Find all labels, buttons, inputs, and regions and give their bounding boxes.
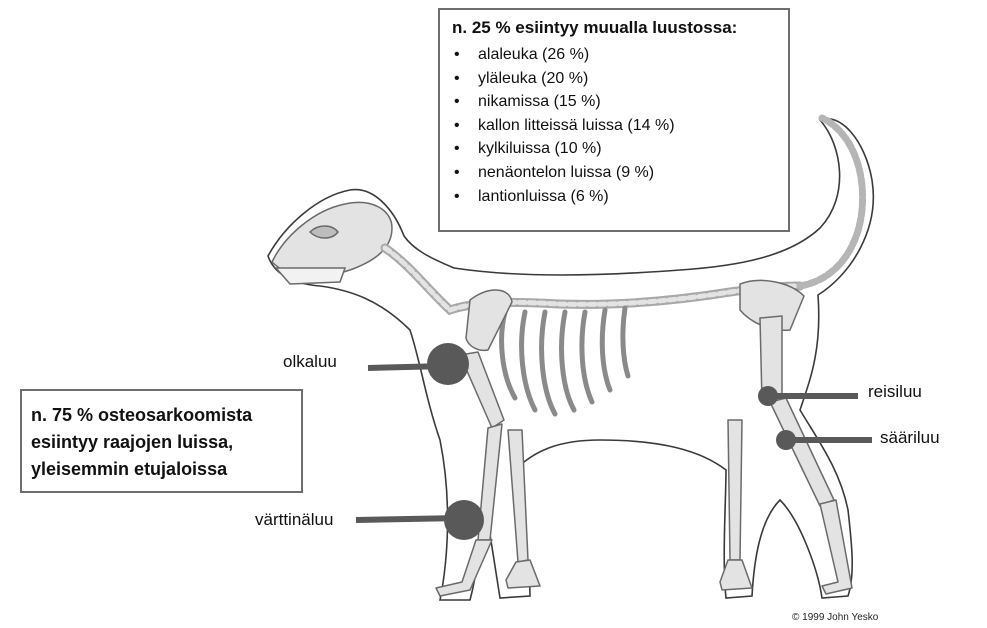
list-item: • kylkiluissa (10 %) xyxy=(452,137,776,161)
list-item-label: nikamissa (15 %) xyxy=(478,93,601,110)
marker-varttinaluu xyxy=(444,500,484,540)
other-locations-box: n. 25 % esiintyy muualla luustossa: • ala… xyxy=(438,8,790,232)
other-locations-list: • alaleuka (26 %) • yläleuka (20 %) • nikam… xyxy=(452,43,776,208)
bullet-icon: • xyxy=(454,161,460,185)
skull xyxy=(272,202,392,284)
list-item: • lantionluissa (6 %) xyxy=(452,185,776,209)
bullet-icon: • xyxy=(454,67,460,91)
list-item-label: kallon litteissä luissa (14 %) xyxy=(478,117,675,134)
list-item-label: kylkiluissa (10 %) xyxy=(478,140,602,157)
ribcage xyxy=(502,308,628,414)
label-reisiluu: reisiluu xyxy=(868,382,922,402)
label-varttinaluu: värttinäluu xyxy=(255,510,333,530)
list-item: • yläleuka (20 %) xyxy=(452,67,776,91)
marker-reisiluu xyxy=(758,386,778,406)
copyright-credit: © 1999 John Yesko xyxy=(792,612,878,623)
list-item-label: lantionluissa (6 %) xyxy=(478,188,609,205)
front-leg-bones xyxy=(436,290,540,596)
list-item-label: nenäontelon luissa (9 %) xyxy=(478,164,654,181)
label-saariluu: sääriluu xyxy=(880,428,940,448)
marker-olkaluu xyxy=(427,343,469,385)
list-item: • kallon litteissä luissa (14 %) xyxy=(452,114,776,138)
list-item-label: alaleuka (26 %) xyxy=(478,46,589,63)
limb-summary-line-1: n. 75 % osteosarkoomista xyxy=(31,402,301,429)
bullet-icon: • xyxy=(454,90,460,114)
bullet-icon: • xyxy=(454,137,460,161)
list-item: • alaleuka (26 %) xyxy=(452,43,776,67)
bullet-icon: • xyxy=(454,114,460,138)
spine xyxy=(385,248,800,310)
list-item: • nikamissa (15 %) xyxy=(452,90,776,114)
limb-summary-line-2: esiintyy raajojen luissa, xyxy=(31,429,301,456)
marker-saariluu xyxy=(776,430,796,450)
label-olkaluu: olkaluu xyxy=(283,352,337,372)
bullet-icon: • xyxy=(454,43,460,67)
list-item: • nenäontelon luissa (9 %) xyxy=(452,161,776,185)
limb-summary-box: n. 75 % osteosarkoomista esiintyy raajoj… xyxy=(20,389,303,493)
limb-summary-line-3: yleisemmin etujaloissa xyxy=(31,456,301,483)
bullet-icon: • xyxy=(454,185,460,209)
list-item-label: yläleuka (20 %) xyxy=(478,70,588,87)
other-locations-title: n. 25 % esiintyy muualla luustossa: xyxy=(452,18,776,38)
